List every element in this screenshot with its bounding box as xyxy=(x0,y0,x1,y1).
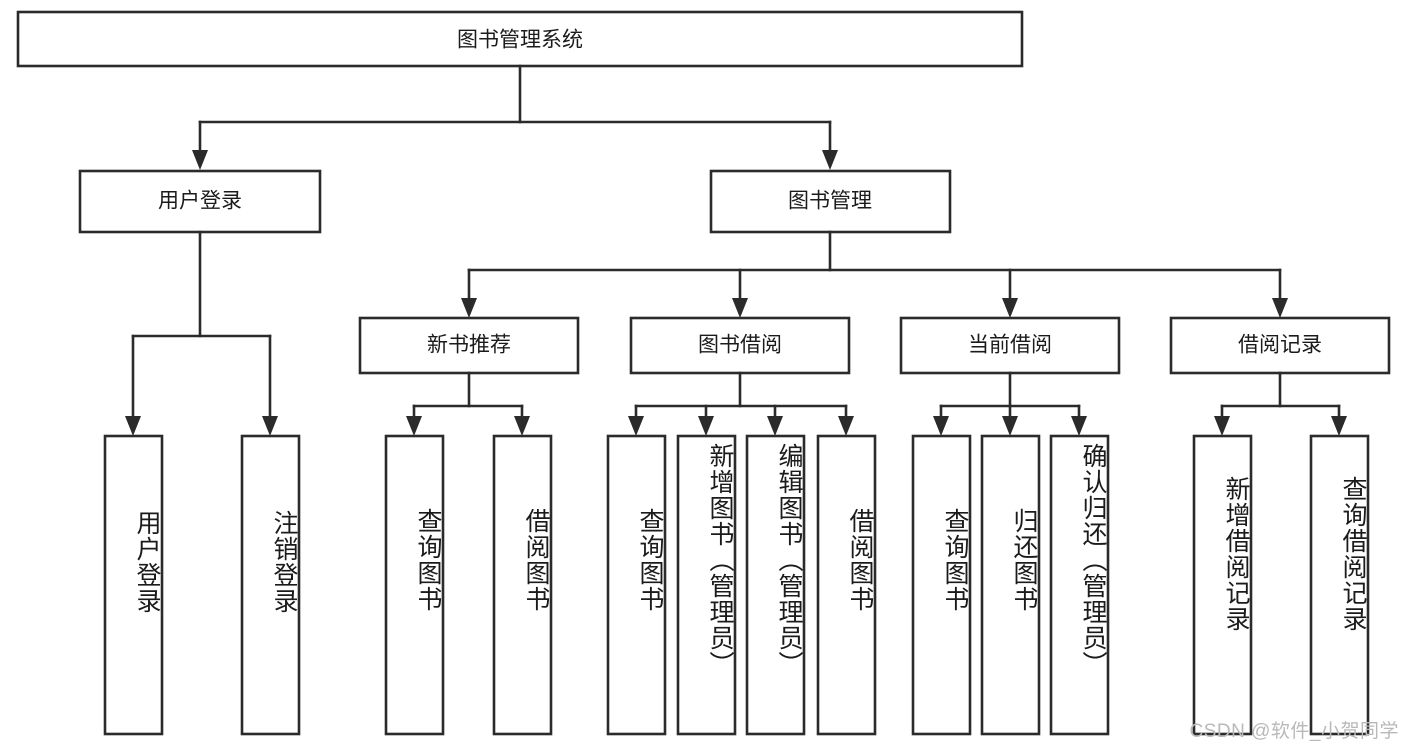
arrow-head-new-book-rec xyxy=(461,298,477,318)
node-box-leaf-8[interactable] xyxy=(816,434,877,736)
node-box-new-book-rec[interactable] xyxy=(358,316,580,375)
node-box-root[interactable] xyxy=(16,10,1024,68)
arrow-head-leaf-7 xyxy=(767,416,783,436)
node-label-book-manage: 图书管理 xyxy=(788,190,872,213)
node-box-book-borrow[interactable] xyxy=(629,316,851,375)
node-label-borrow-record: 借阅记录 xyxy=(1238,334,1322,357)
node-box-leaf-7[interactable] xyxy=(745,434,806,736)
node-label-new-book-rec: 新书推荐 xyxy=(427,334,511,357)
arrow-head-leaf-8 xyxy=(838,416,854,436)
arrow-head-leaf-12 xyxy=(1214,416,1230,436)
csdn-watermark: CSDN @软件_小贺同学 xyxy=(1189,721,1399,742)
arrow-head-leaf-4 xyxy=(514,416,530,436)
arrow-head-current-borrow xyxy=(1002,298,1018,318)
arrow-head-leaf-13 xyxy=(1331,416,1347,436)
node-box-leaf-2[interactable] xyxy=(240,434,301,736)
node-box-book-manage[interactable] xyxy=(709,169,952,234)
arrow-head-leaf-2 xyxy=(262,416,278,436)
node-label-user-login: 用户登录 xyxy=(158,190,242,213)
arrow-head-leaf-11 xyxy=(1071,416,1087,436)
arrow-head-leaf-3 xyxy=(406,416,422,436)
node-box-leaf-1[interactable] xyxy=(103,434,164,736)
node-box-leaf-5[interactable] xyxy=(606,434,667,736)
node-box-leaf-13[interactable] xyxy=(1309,434,1370,736)
node-box-leaf-6[interactable] xyxy=(676,434,737,736)
arrow-head-leaf-6 xyxy=(698,416,714,436)
node-box-leaf-3[interactable] xyxy=(384,434,445,736)
node-box-current-borrow[interactable] xyxy=(899,316,1121,375)
arrow-head-leaf-9 xyxy=(933,416,949,436)
node-box-leaf-4[interactable] xyxy=(492,434,553,736)
arrow-head-user-login xyxy=(192,150,208,170)
node-box-leaf-9[interactable] xyxy=(911,434,972,736)
node-box-leaf-11[interactable] xyxy=(1049,434,1110,736)
arrow-head-book-borrow xyxy=(732,298,748,318)
arrow-head-borrow-record xyxy=(1272,298,1288,318)
node-label-book-borrow: 图书借阅 xyxy=(698,334,782,357)
arrow-head-leaf-5 xyxy=(628,416,644,436)
node-label-root: 图书管理系统 xyxy=(457,29,583,52)
node-box-leaf-12[interactable] xyxy=(1192,434,1253,736)
arrow-head-leaf-10 xyxy=(1002,416,1018,436)
node-box-borrow-record[interactable] xyxy=(1169,316,1391,375)
arrow-head-leaf-1 xyxy=(125,416,141,436)
node-box-leaf-10[interactable] xyxy=(980,434,1041,736)
node-label-current-borrow: 当前借阅 xyxy=(968,334,1052,357)
arrow-head-book-manage xyxy=(822,150,838,170)
